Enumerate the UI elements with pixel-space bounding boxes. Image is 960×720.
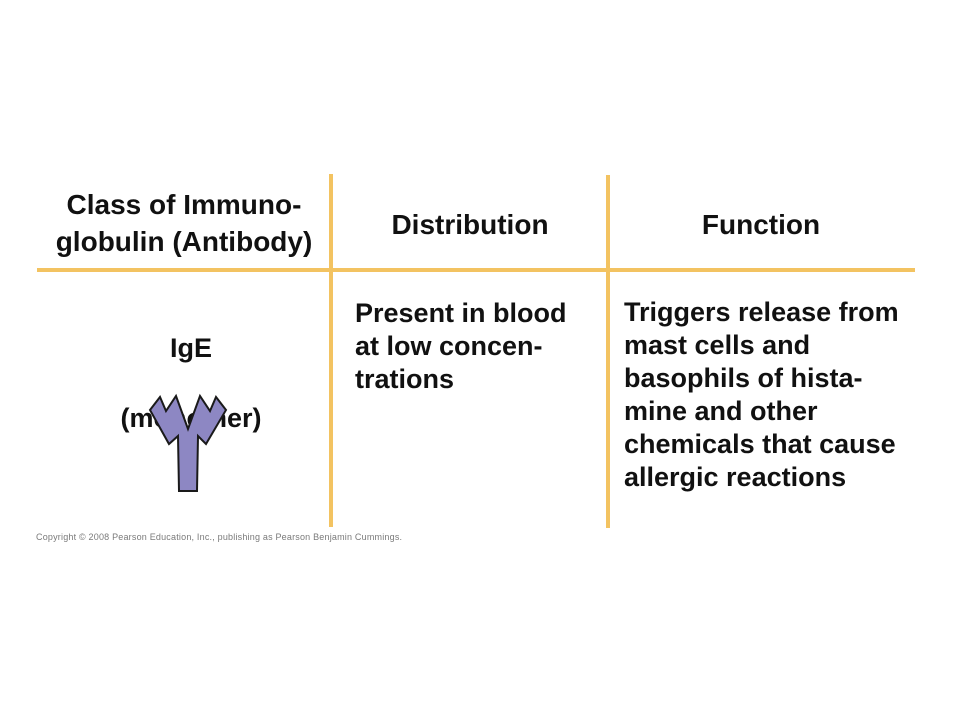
column-divider-1 [329,174,333,527]
ige-monomer-antibody-icon [148,393,228,492]
cell-function: Triggers release from mast cells and bas… [624,297,899,492]
column-header-class-of-immunoglobulin: Class of Immuno- globulin (Antibody) [55,189,313,257]
cell-distribution: Present in blood at low concen- trations [355,298,567,394]
header-row-divider [37,268,915,272]
column-header-distribution: Distribution [391,209,549,240]
column-header-function: Function [701,209,821,240]
column-divider-2 [606,175,610,528]
antibody-class-name: IgE [169,333,212,363]
copyright-notice: Copyright © 2008 Pearson Education, Inc.… [36,532,403,542]
